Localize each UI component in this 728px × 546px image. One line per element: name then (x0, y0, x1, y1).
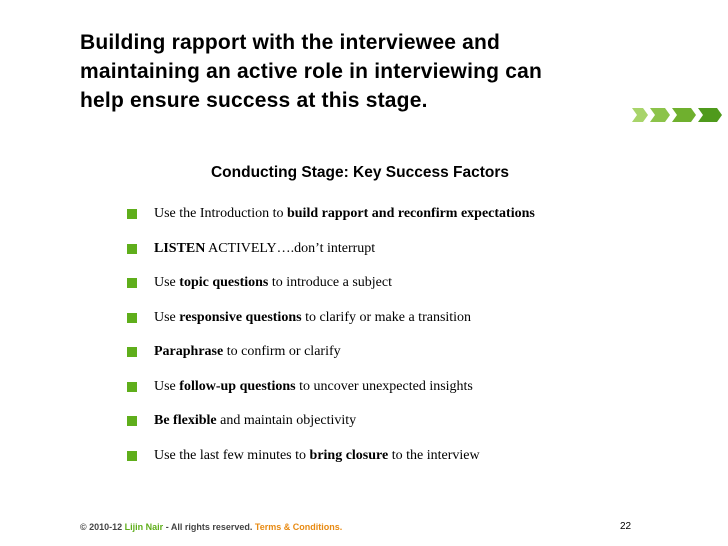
terms-link[interactable]: Terms & Conditions. (254, 522, 343, 532)
chevron-arrow-icon (632, 108, 648, 122)
square-bullet-icon (127, 347, 137, 357)
list-item: Use topic questions to introduce a subje… (127, 275, 535, 310)
list-item: Use the Introduction to build rapport an… (127, 206, 535, 241)
list-item: Be flexible and maintain objectivity (127, 413, 535, 448)
chevron-decoration (632, 108, 722, 122)
title-line-1: Building rapport with the interviewee an… (80, 31, 501, 54)
list-item: Use responsive questions to clarify or m… (127, 310, 535, 345)
square-bullet-icon (127, 416, 137, 426)
section-heading: Conducting Stage: Key Success Factors (210, 164, 510, 181)
chevron-arrow-icon (698, 108, 722, 122)
page-number: 22 (620, 521, 632, 532)
square-bullet-icon (127, 381, 137, 392)
chevron-arrow-icon (650, 108, 670, 122)
square-bullet-icon (127, 243, 137, 254)
square-bullet-icon (127, 209, 137, 219)
list-item: Use follow-up questions to uncover unexp… (127, 379, 535, 414)
rights-text: - All rights reserved. (163, 522, 255, 532)
author-link[interactable]: Lijin Nair (124, 522, 164, 532)
square-bullet-icon (127, 312, 137, 323)
title-line-3: help ensure success at this stage. (80, 89, 428, 112)
slide-title: Building rapport with the interviewee an… (80, 28, 640, 115)
list-item: Use the last few minutes to bring closur… (127, 448, 535, 483)
title-line-2: maintaining an active role in interviewi… (80, 60, 542, 83)
success-factors-list: Use the Introduction to build rapport an… (127, 206, 535, 482)
chevron-arrow-icon (672, 108, 696, 122)
square-bullet-icon (127, 278, 137, 288)
list-item: Paraphrase to confirm or clarify (127, 344, 535, 379)
footer: © 2010-12 Lijin Nair - All rights reserv… (80, 522, 342, 532)
list-item: LISTEN ACTIVELY….don’t interrupt (127, 241, 535, 276)
square-bullet-icon (127, 450, 137, 461)
copyright-text: © 2010-12 (80, 522, 125, 532)
